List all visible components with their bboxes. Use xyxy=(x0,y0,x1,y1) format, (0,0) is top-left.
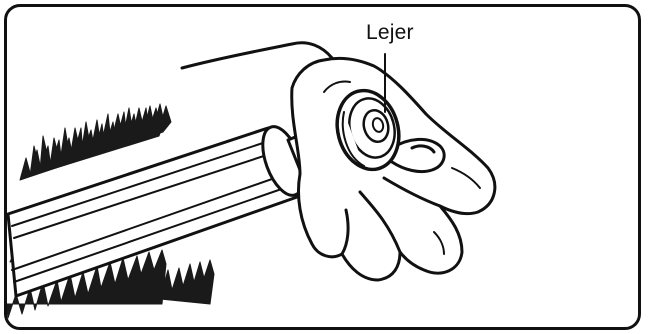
callout-label-bearing: Lejer xyxy=(366,22,414,43)
